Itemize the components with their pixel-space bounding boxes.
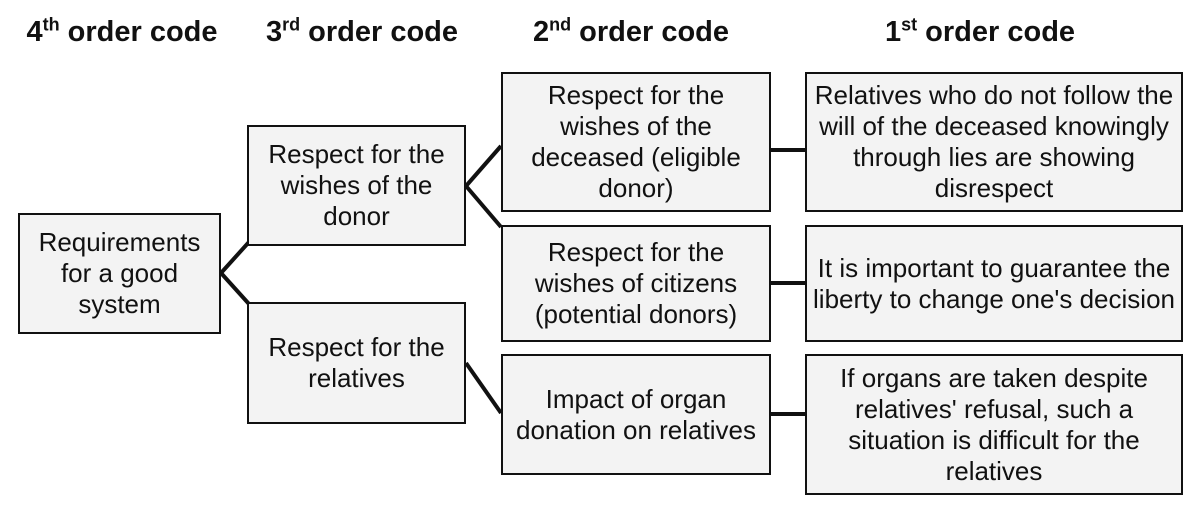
node-citizen-wishes: Respect for the wishes of citizens (pote…	[501, 225, 771, 342]
header-4th-order: 4th order code	[26, 14, 218, 48]
header-1st-order: 1st order code	[884, 14, 1076, 48]
connector-donor-citizen	[464, 184, 503, 229]
connector-req-relatives	[219, 271, 251, 306]
node-relatives: Respect for the relatives	[247, 302, 466, 424]
header-2nd-order: 2nd order code	[532, 14, 730, 48]
node-lies: Relatives who do not follow the will of …	[805, 72, 1183, 212]
node-impact: Impact of organ donation on relatives	[501, 354, 771, 475]
node-donor-wishes: Respect for the wishes of the donor	[247, 125, 466, 246]
header-3rd-order: 3rd order code	[265, 14, 459, 48]
connector-relatives-impact	[464, 361, 503, 415]
connector-donor-deceased	[464, 144, 503, 188]
node-requirements: Requirements for a good system	[18, 213, 221, 334]
connector-req-donor	[219, 240, 251, 275]
node-liberty: It is important to guarantee the liberty…	[805, 225, 1183, 342]
node-deceased-wishes: Respect for the wishes of the deceased (…	[501, 72, 771, 212]
node-refusal: If organs are taken despite relatives' r…	[805, 354, 1183, 495]
